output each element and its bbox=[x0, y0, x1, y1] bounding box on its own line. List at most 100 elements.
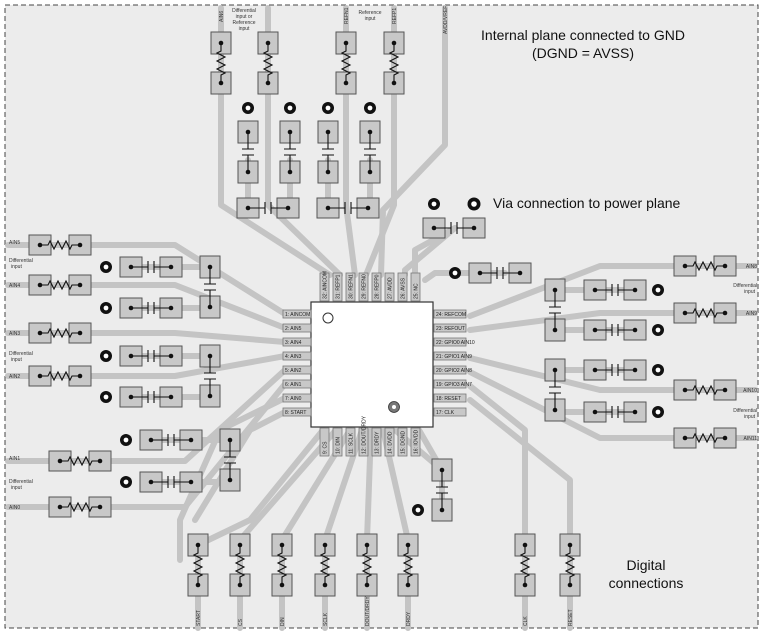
chip-pin-right: 19: GPIO3 AIN7 bbox=[433, 379, 472, 389]
capacitor bbox=[431, 458, 453, 522]
svg-text:14: DVDD: 14: DVDD bbox=[388, 431, 394, 454]
capacitor bbox=[583, 401, 647, 423]
via-icon bbox=[100, 261, 112, 273]
chip-pin-bottom: 12: DOUT/DRDY bbox=[358, 415, 369, 457]
resistor bbox=[335, 31, 357, 95]
chip-pin-bottom: 11: SCLK bbox=[345, 427, 356, 457]
pin1-marker bbox=[322, 312, 334, 324]
chip-pin-left: 6: AIN1 bbox=[282, 379, 312, 389]
label-left-ain5: AIN5 bbox=[9, 240, 20, 246]
capacitor bbox=[317, 120, 339, 184]
svg-text:18: RESET: 18: RESET bbox=[436, 396, 461, 402]
chip-pin-bottom: 9: CS bbox=[319, 427, 330, 457]
chip-pin-left: 8: START bbox=[282, 407, 312, 417]
label-bottom-clk: CLK bbox=[523, 616, 529, 626]
via-icon bbox=[100, 350, 112, 362]
via-icon bbox=[449, 267, 461, 279]
resistor bbox=[271, 533, 293, 597]
resistor bbox=[673, 302, 737, 324]
via-icon bbox=[284, 102, 296, 114]
via-icon bbox=[652, 284, 664, 296]
svg-text:7: AIN0: 7: AIN0 bbox=[285, 396, 302, 402]
resistor bbox=[673, 427, 737, 449]
chip-pin-bottom: 14: DVDD bbox=[384, 427, 395, 457]
capacitor bbox=[544, 358, 566, 422]
svg-text:4: AIN3: 4: AIN3 bbox=[285, 354, 302, 360]
label-bottom-reset: RESET bbox=[568, 609, 574, 626]
label-top-refp1: REFP1 bbox=[392, 8, 398, 24]
chip-pin-left: 2: AIN5 bbox=[282, 323, 312, 333]
via-icon bbox=[100, 391, 112, 403]
chip-pin-right: 23: REFOUT bbox=[433, 323, 467, 333]
svg-text:13: DRDY: 13: DRDY bbox=[375, 431, 381, 454]
via-icon bbox=[364, 102, 376, 114]
via-icon bbox=[322, 102, 334, 114]
svg-text:12: DOUT/DRDY: 12: DOUT/DRDY bbox=[362, 415, 368, 454]
label-right-ain9: AIN9 bbox=[746, 311, 757, 317]
svg-text:5: AIN2: 5: AIN2 bbox=[285, 368, 302, 374]
resistor bbox=[673, 255, 737, 277]
label-right-ain10: AIN10 bbox=[743, 388, 757, 394]
capacitor bbox=[139, 471, 203, 493]
chip-pin-right: 21: GPIO1 AIN9 bbox=[433, 351, 472, 361]
svg-text:15: DGND: 15: DGND bbox=[401, 431, 407, 454]
svg-text:32: AINCOM: 32: AINCOM bbox=[323, 271, 329, 299]
capacitor bbox=[119, 386, 183, 408]
label-bottom-cs: CS bbox=[238, 618, 244, 626]
chip-pin-left: 4: AIN3 bbox=[282, 351, 312, 361]
capacitor bbox=[279, 120, 301, 184]
chip-pin-right: 22: GPIO0 AIN10 bbox=[433, 337, 475, 347]
via-icon bbox=[652, 406, 664, 418]
svg-text:26: AVSS: 26: AVSS bbox=[401, 277, 407, 299]
adc-chip bbox=[310, 301, 434, 428]
via-icon bbox=[120, 434, 132, 446]
svg-text:28: REFP0: 28: REFP0 bbox=[375, 274, 381, 299]
svg-text:20: GPIO2 AIN8: 20: GPIO2 AIN8 bbox=[436, 368, 472, 374]
svg-text:24: REFCOM: 24: REFCOM bbox=[436, 312, 466, 318]
svg-text:8: START: 8: START bbox=[285, 410, 307, 416]
capacitor bbox=[316, 197, 380, 219]
capacitor bbox=[139, 429, 203, 451]
resistor bbox=[28, 234, 92, 256]
svg-text:25: NC: 25: NC bbox=[414, 283, 420, 299]
svg-text:3: AIN4: 3: AIN4 bbox=[285, 340, 302, 346]
label-bottom-din: DIN bbox=[280, 617, 286, 626]
label-left-ain0: AIN0 bbox=[9, 505, 20, 511]
resistor bbox=[28, 365, 92, 387]
svg-text:11: SCLK: 11: SCLK bbox=[349, 432, 355, 454]
capacitor bbox=[359, 120, 381, 184]
svg-text:1: AINCOM: 1: AINCOM bbox=[285, 312, 310, 318]
label-bottom-drdy: DRDY bbox=[406, 611, 412, 626]
label-left-ain4: AIN4 bbox=[9, 283, 20, 289]
resistor bbox=[559, 533, 581, 597]
via-icon bbox=[100, 302, 112, 314]
capacitor bbox=[583, 319, 647, 341]
resistor bbox=[28, 274, 92, 296]
svg-text:27: AVDD: 27: AVDD bbox=[388, 277, 394, 299]
resistor bbox=[210, 31, 232, 95]
resistor bbox=[314, 533, 336, 597]
chip-pin-bottom: 16: IOVDD bbox=[410, 427, 421, 457]
label-left-ain3: AIN3 bbox=[9, 331, 20, 337]
capacitor bbox=[583, 359, 647, 381]
via-legend-icon bbox=[467, 197, 481, 211]
chip-pin-top: 32: AINCOM bbox=[319, 271, 330, 302]
chip-pin-top: 28: REFP0 bbox=[371, 272, 382, 302]
chip-pin-top: 27: AVDD bbox=[384, 272, 395, 302]
chip-pin-top: 25: NC bbox=[410, 272, 421, 302]
ground-plane-note-line2: (DGND = AVSS) bbox=[532, 45, 634, 61]
chip-pin-top: 30: REFN1 bbox=[345, 272, 356, 302]
capacitor bbox=[119, 345, 183, 367]
capacitor bbox=[119, 256, 183, 278]
resistor bbox=[383, 31, 405, 95]
chip-pin-top: 26: AVSS bbox=[397, 272, 408, 302]
via-icon bbox=[652, 324, 664, 336]
via-icon bbox=[242, 102, 254, 114]
